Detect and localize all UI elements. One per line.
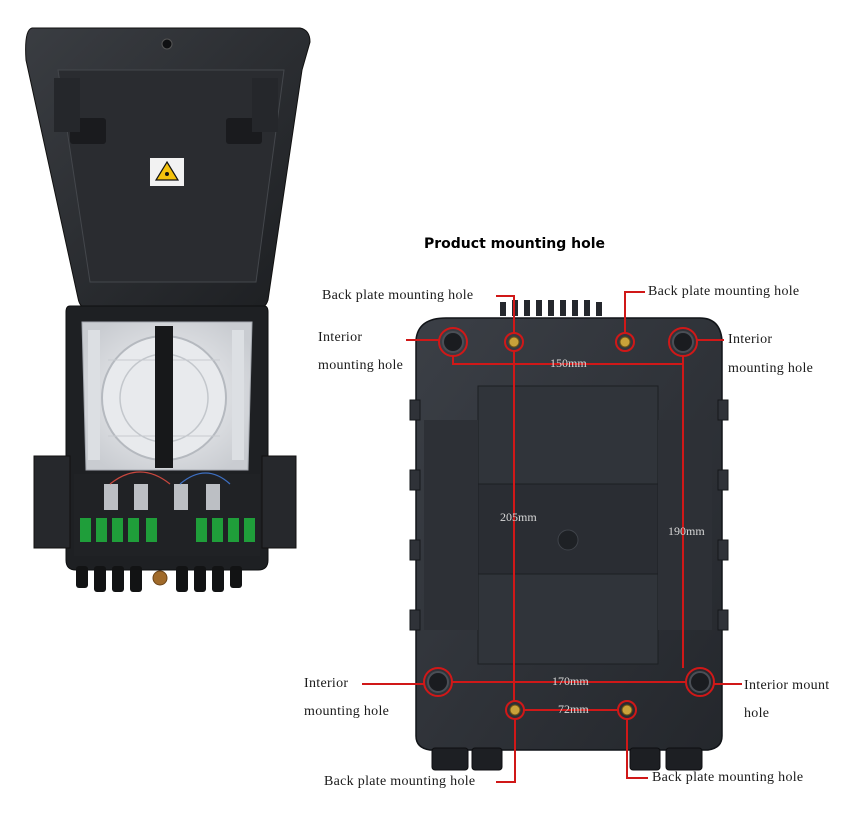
bottom-ports xyxy=(431,747,703,771)
laser-warning-sticker xyxy=(150,158,184,186)
side-channel-right xyxy=(658,420,712,630)
leader-lines xyxy=(362,291,742,783)
side-ribs-left xyxy=(409,399,421,631)
back-view-enclosure xyxy=(362,291,742,783)
label-back-plate-bottom-right: Back plate mounting hole xyxy=(652,770,804,785)
center-boss xyxy=(557,529,579,551)
adapter-bay xyxy=(74,471,260,556)
back-plate-mounting-holes xyxy=(508,336,633,716)
top-cooling-fins xyxy=(500,300,602,316)
dimension-height-left: 205mm xyxy=(500,510,537,524)
dimension-height-right: 190mm xyxy=(668,524,705,538)
lid-rib-left xyxy=(54,78,80,132)
recess-panel-middle xyxy=(477,483,659,575)
sc-apc-adapters xyxy=(80,518,255,542)
label-interior-bottom-right-1: Interior mount xyxy=(744,678,830,693)
lid-rib-right xyxy=(252,78,278,132)
label-interior-top-right-2: mounting hole xyxy=(728,361,814,376)
open-distribution-box xyxy=(25,27,311,592)
label-back-plate-bottom-left: Back plate mounting hole xyxy=(324,774,476,789)
label-interior-bottom-right-2: hole xyxy=(744,706,770,721)
dimension-bottom-back-width: 72mm xyxy=(558,702,589,716)
label-interior-top-right-1: Interior xyxy=(728,332,773,347)
page-title: Product mounting hole xyxy=(424,236,606,252)
splice-tray xyxy=(81,321,253,471)
label-interior-bottom-left-2: mounting hole xyxy=(304,704,390,719)
lid-hole xyxy=(161,38,173,50)
side-flange-left xyxy=(33,455,71,549)
interior-mounting-holes xyxy=(427,331,711,693)
label-interior-bottom-left-1: Interior xyxy=(304,676,349,691)
dimension-bottom-width: 170mm xyxy=(552,674,589,688)
label-back-plate-top-right: Back plate mounting hole xyxy=(648,284,800,299)
side-flange-right xyxy=(261,455,297,549)
dimension-top-width: 150mm xyxy=(550,356,587,370)
cable-ports xyxy=(76,566,242,592)
side-ribs-right xyxy=(717,399,729,631)
label-back-plate-top-left: Back plate mounting hole xyxy=(322,288,474,303)
label-interior-top-left-1: Interior xyxy=(318,330,363,345)
dimension-lines xyxy=(452,351,686,711)
label-interior-top-left-2: mounting hole xyxy=(318,358,404,373)
recess-panel-lower xyxy=(477,573,659,665)
side-channel-left xyxy=(424,420,478,630)
recess-panel-upper xyxy=(477,385,659,485)
